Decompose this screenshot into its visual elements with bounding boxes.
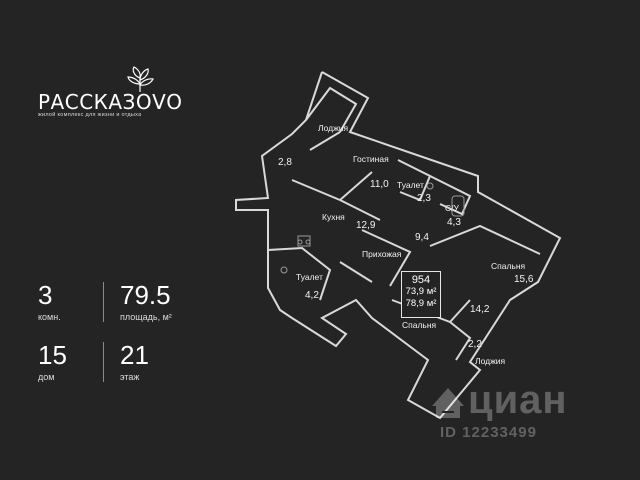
floor-label: этаж — [120, 372, 140, 382]
brand-tagline: жилой комплекс для жизни и отдыха — [38, 112, 142, 118]
room-wc2-area: 4,2 — [305, 290, 319, 301]
room-loggia-bottom-label: Лоджия — [475, 356, 506, 366]
unit-area-1: 73,9 м² — [405, 286, 437, 297]
rooms-label: комн. — [38, 312, 61, 322]
house-value: 15 — [38, 340, 67, 370]
stats-divider-bottom — [103, 342, 104, 382]
area-value: 79.5 — [120, 280, 171, 310]
unit-number: 954 — [411, 274, 431, 286]
room-bath-label: С/У — [445, 203, 460, 213]
room-loggia-bottom-area: 2,2 — [468, 339, 482, 350]
bathtub-icon — [451, 195, 465, 217]
watermark: циан ID 12233499 — [430, 378, 590, 448]
room-bath-area: 4,3 — [447, 217, 461, 228]
room-bedroom2-area: 14,2 — [470, 304, 490, 315]
room-loggia-top-area: 2,8 — [278, 157, 292, 168]
room-loggia-top-label: Лоджия — [318, 123, 349, 133]
room-wc-area: 2,3 — [417, 193, 431, 204]
room-bedroom2-label: Спальня — [402, 320, 437, 330]
stats-divider-top — [103, 282, 104, 322]
cian-logo-icon — [432, 388, 464, 418]
stove-icon — [297, 235, 311, 247]
room-living-label: Гостиная — [353, 154, 389, 164]
rooms-value: 3 — [38, 280, 53, 310]
brand-name: РАССКАЗОVО — [38, 90, 183, 114]
toilet-icon — [280, 266, 288, 274]
room-bedroom1-area: 15,6 — [514, 274, 534, 285]
room-wc-label: Туалет — [397, 180, 424, 190]
leaves-icon — [127, 66, 154, 92]
area-label: площадь, м² — [120, 312, 172, 322]
room-kitchen-area: 12,9 — [356, 220, 376, 231]
room-bedroom1-label: Спальня — [491, 261, 526, 271]
floor-value: 21 — [120, 340, 149, 370]
watermark-brand: циан — [468, 378, 568, 422]
room-wc2-label: Туалет — [296, 272, 323, 282]
plan-walls — [235, 71, 562, 420]
room-kitchen-label: Кухня — [322, 212, 345, 222]
brand-logo: РАССКАЗОVО жилой комплекс для жизни и от… — [38, 66, 188, 122]
plan-fixtures — [280, 182, 465, 274]
unit-label-box: 954 73,9 м² 78,9 м² — [401, 271, 441, 318]
house-label: дом — [38, 372, 55, 382]
room-hall-area: 9,4 — [415, 232, 429, 243]
room-hall-label: Прихожая — [362, 249, 402, 259]
unit-area-2: 78,9 м² — [405, 298, 437, 309]
room-living-area: 11,0 — [370, 179, 389, 190]
watermark-id: ID 12233499 — [440, 424, 537, 441]
sink-icon — [426, 182, 434, 190]
